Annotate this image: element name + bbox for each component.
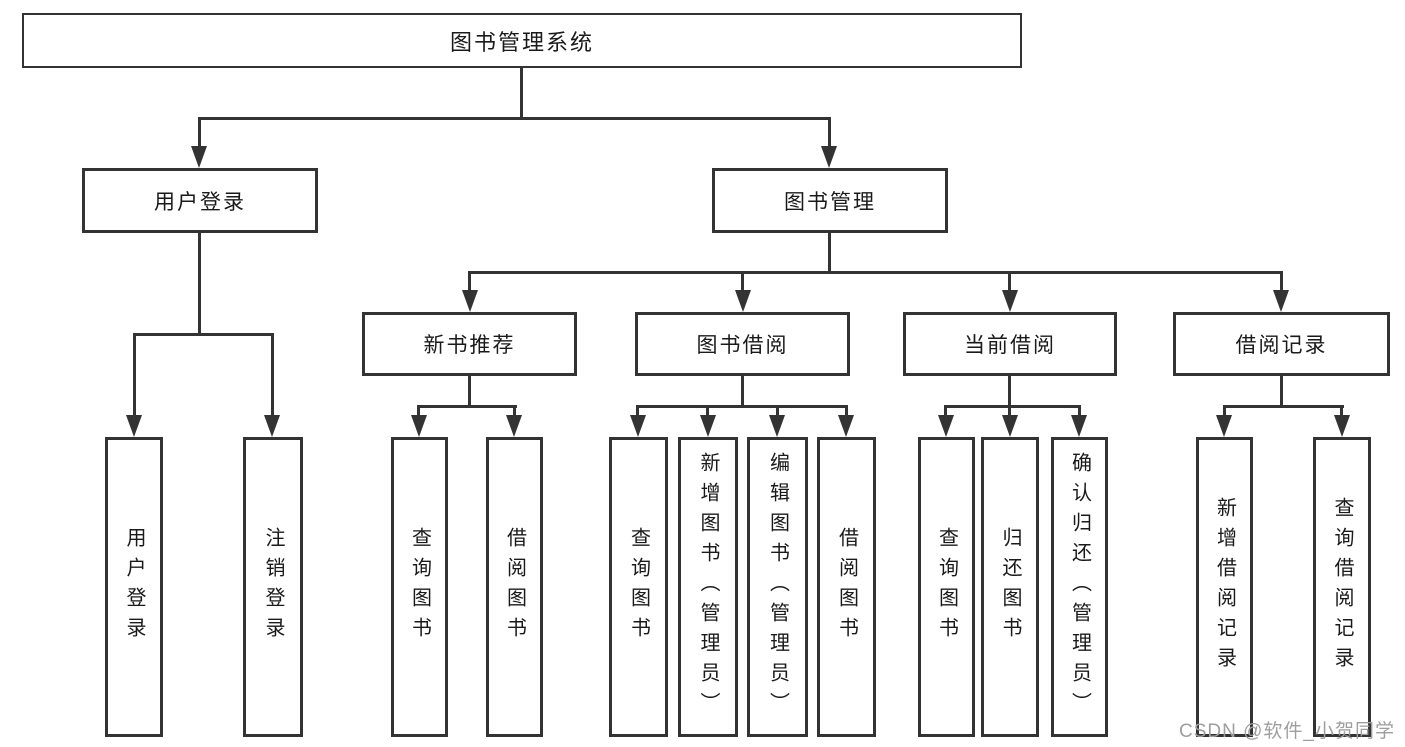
- arrowhead-icon: [462, 290, 478, 312]
- connector-line: [1223, 405, 1344, 408]
- leaf-query-books-borrow: 查询图书: [609, 437, 668, 737]
- arrowhead-icon: [938, 415, 954, 437]
- node-new-book-recommend: 新书推荐: [362, 312, 577, 376]
- node-book-borrow: 图书借阅: [635, 312, 850, 376]
- leaf-label: 归还图书: [999, 527, 1021, 647]
- connector-line: [636, 405, 848, 408]
- connector-line: [1340, 405, 1343, 417]
- watermark: CSDN @软件_小贺同学: [1179, 721, 1395, 742]
- connector-line: [828, 117, 831, 148]
- arrowhead-icon: [1334, 415, 1350, 437]
- connector-line: [417, 405, 517, 408]
- leaf-add-books-admin: 新增图书（管理员）: [678, 437, 738, 737]
- connector-line: [741, 374, 744, 407]
- leaf-label: 借阅图书: [835, 527, 858, 647]
- connector-line: [417, 405, 420, 417]
- leaf-logout: 注销登录: [243, 437, 303, 737]
- arrowhead-icon: [1002, 290, 1018, 312]
- connector-line: [944, 405, 1081, 408]
- connector-line: [133, 333, 274, 336]
- leaf-confirm-return-admin: 确认归还（管理员）: [1051, 437, 1108, 737]
- leaf-label: 编辑图书（管理员）: [766, 452, 789, 722]
- connector-line: [271, 333, 274, 415]
- connector-line: [706, 405, 709, 417]
- connector-line: [513, 405, 516, 417]
- leaf-query-books-recommend: 查询图书: [391, 437, 448, 737]
- leaf-user-login: 用户登录: [105, 437, 163, 737]
- node-label: 图书管理: [784, 190, 876, 214]
- leaf-label: 查询图书: [935, 527, 958, 647]
- node-book-management: 图书管理: [712, 168, 948, 233]
- arrowhead-icon: [821, 146, 837, 168]
- arrowhead-icon: [630, 415, 646, 437]
- leaf-label: 查询借阅记录: [1331, 497, 1353, 677]
- leaf-label: 查询图书: [627, 527, 650, 647]
- node-current-borrow: 当前借阅: [903, 312, 1117, 376]
- node-label: 新书推荐: [423, 334, 516, 357]
- node-label: 图书借阅: [696, 334, 789, 357]
- leaf-query-books-current: 查询图书: [918, 437, 975, 737]
- connector-line: [198, 117, 831, 120]
- connector-line: [845, 405, 848, 417]
- arrowhead-icon: [191, 146, 207, 168]
- leaf-label: 新增图书（管理员）: [697, 452, 719, 722]
- leaf-borrow-books: 借阅图书: [817, 437, 876, 737]
- arrowhead-icon: [735, 290, 751, 312]
- connector-line: [1223, 405, 1226, 417]
- arrowhead-icon: [411, 415, 427, 437]
- connector-line: [468, 374, 471, 407]
- connector-line: [828, 231, 831, 273]
- arrowhead-icon: [1002, 415, 1018, 437]
- leaf-return-books: 归还图书: [981, 437, 1039, 737]
- leaf-label: 新增借阅记录: [1213, 497, 1236, 677]
- connector-line: [468, 271, 471, 292]
- connector-line: [520, 66, 523, 118]
- arrowhead-icon: [126, 415, 142, 437]
- connector-line: [1008, 374, 1011, 407]
- node-label: 用户登录: [154, 190, 246, 214]
- leaf-query-borrow-record: 查询借阅记录: [1313, 437, 1371, 737]
- connector-line: [1280, 271, 1283, 292]
- leaf-label: 查询图书: [408, 527, 431, 647]
- arrowhead-icon: [264, 415, 280, 437]
- node-borrow-records: 借阅记录: [1173, 312, 1390, 376]
- connector-line: [1008, 405, 1011, 417]
- leaf-label: 用户登录: [123, 527, 145, 647]
- arrowhead-icon: [1216, 415, 1232, 437]
- node-user-login: 用户登录: [82, 168, 318, 233]
- connector-line: [198, 231, 201, 335]
- connector-line: [133, 333, 136, 415]
- connector-line: [636, 405, 639, 417]
- connector-line: [1280, 374, 1283, 407]
- arrowhead-icon: [1071, 415, 1087, 437]
- connector-line: [198, 117, 201, 148]
- connector-line: [741, 271, 744, 292]
- leaf-label: 确认归还（管理员）: [1068, 452, 1091, 722]
- connector-line: [776, 405, 779, 417]
- arrowhead-icon: [506, 415, 522, 437]
- arrowhead-icon: [769, 415, 785, 437]
- arrowhead-icon: [838, 415, 854, 437]
- arrowhead-icon: [1273, 290, 1289, 312]
- node-label: 当前借阅: [964, 334, 1056, 357]
- node-library-system: 图书管理系统: [22, 13, 1022, 68]
- leaf-label: 借阅图书: [503, 527, 526, 647]
- connector-line: [944, 405, 947, 417]
- node-label: 图书管理系统: [449, 29, 594, 55]
- arrowhead-icon: [700, 415, 716, 437]
- leaf-edit-books-admin: 编辑图书（管理员）: [747, 437, 808, 737]
- leaf-label: 注销登录: [262, 527, 284, 647]
- connector-line: [1078, 405, 1081, 417]
- leaf-add-borrow-record: 新增借阅记录: [1196, 437, 1253, 737]
- connector-line: [1008, 271, 1011, 292]
- connector-line: [469, 271, 1282, 274]
- leaf-borrow-books-recommend: 借阅图书: [486, 437, 543, 737]
- node-label: 借阅记录: [1235, 334, 1328, 357]
